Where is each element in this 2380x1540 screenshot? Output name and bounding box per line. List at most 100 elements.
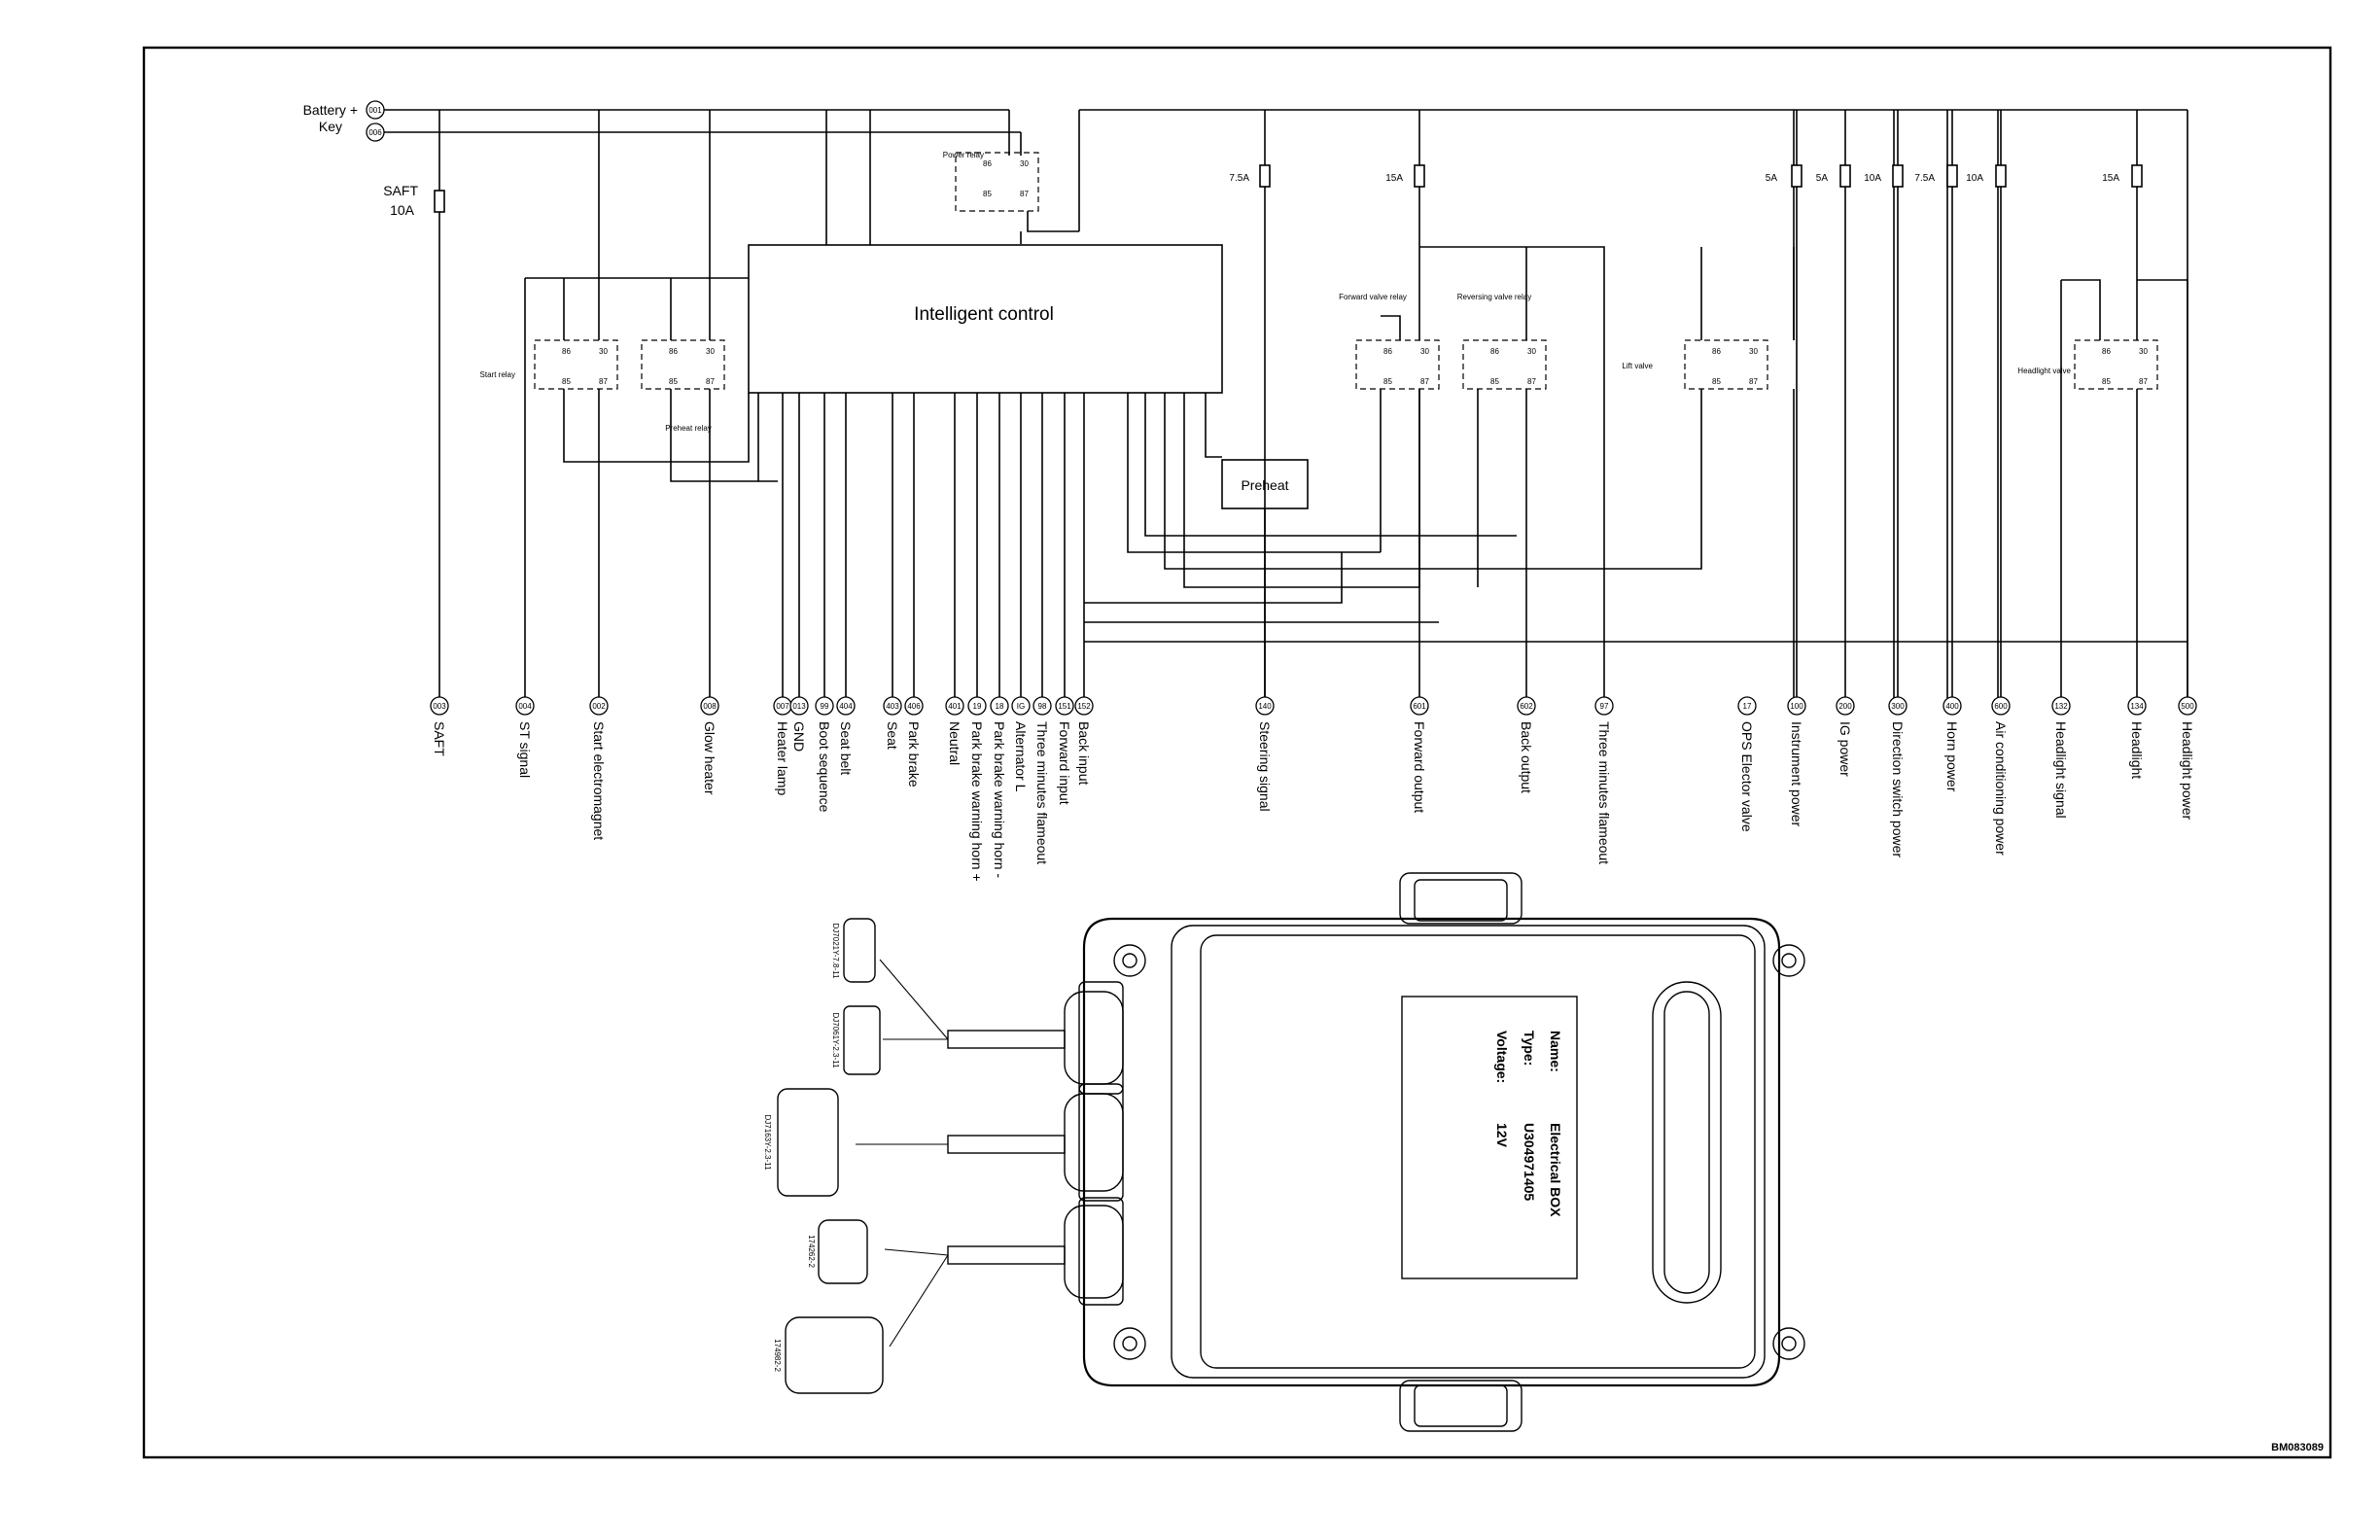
terminal-003 bbox=[430, 696, 449, 716]
terminal-id: 003 bbox=[433, 702, 446, 711]
plate-name-label: Name: bbox=[1548, 1031, 1563, 1072]
terminal-label: GND bbox=[791, 721, 807, 752]
relay-pin: 87 bbox=[1749, 377, 1758, 386]
terminal-132 bbox=[2051, 696, 2071, 716]
drawing-frame bbox=[142, 46, 2332, 1459]
terminal-id: 97 bbox=[1600, 702, 1609, 711]
terminal-label: Instrument power bbox=[1789, 721, 1804, 826]
relay-pin: 86 bbox=[2102, 347, 2111, 356]
terminal-label: Headlight signal bbox=[2053, 721, 2069, 819]
terminal-002 bbox=[589, 696, 609, 716]
relay-pin: 87 bbox=[599, 377, 608, 386]
relay-pin: 85 bbox=[1383, 377, 1392, 386]
terminal-97 bbox=[1594, 696, 1614, 716]
relay-pin: 86 bbox=[669, 347, 678, 356]
terminal-152 bbox=[1074, 696, 1094, 716]
terminal-99 bbox=[815, 696, 834, 716]
terminal-label: Direction switch power bbox=[1890, 721, 1906, 858]
fuse-10a-b bbox=[1995, 164, 2007, 188]
electrical-box bbox=[1082, 872, 1805, 1432]
terminal-id: 403 bbox=[886, 702, 899, 711]
power-relay-wiring bbox=[1027, 110, 1080, 232]
power-relay-outline bbox=[955, 152, 1039, 212]
key-terminal-id: 006 bbox=[368, 128, 382, 137]
terminal-100 bbox=[1787, 696, 1806, 716]
terminal-label: Steering signal bbox=[1257, 721, 1273, 812]
forward-valve-relay-outline bbox=[1355, 339, 1440, 390]
fuse-rating-2: 15A bbox=[1385, 173, 1403, 184]
terminal-id: 151 bbox=[1058, 702, 1071, 711]
terminal-id: 602 bbox=[1520, 702, 1533, 711]
terminal-label: OPS Elector valve bbox=[1739, 721, 1755, 832]
valve-bus bbox=[1419, 246, 1605, 698]
relay-pin: 30 bbox=[1749, 347, 1758, 356]
terminal-401 bbox=[945, 696, 964, 716]
terminal-18 bbox=[990, 696, 1009, 716]
terminal-id: 134 bbox=[2130, 702, 2144, 711]
terminal-label: Seat bbox=[885, 721, 900, 750]
relay-pin: 85 bbox=[983, 190, 992, 198]
forward-valve-relay-label: Forward valve relay bbox=[1339, 293, 1407, 301]
relay-pin: 86 bbox=[983, 159, 992, 168]
relay-pin: 30 bbox=[599, 347, 608, 356]
terminal-id: 19 bbox=[973, 702, 982, 711]
terminal-id: 98 bbox=[1038, 702, 1047, 711]
relay-pin: 86 bbox=[1712, 347, 1721, 356]
valve-relay-wiring bbox=[1380, 247, 2188, 698]
terminal-IG bbox=[1011, 696, 1031, 716]
terminal-label: Headlight bbox=[2129, 721, 2145, 779]
terminal-id: 002 bbox=[592, 702, 606, 711]
terminal-label: Headlight power bbox=[2180, 721, 2195, 821]
preheat-relay-label: Preheat relay bbox=[665, 424, 712, 433]
plate-type-value: U304971405 bbox=[1522, 1123, 1537, 1201]
terminal-label: Boot sequence bbox=[817, 721, 832, 813]
plate-type-label: Type: bbox=[1522, 1031, 1537, 1066]
terminal-id: 404 bbox=[839, 702, 853, 711]
terminal-id: 400 bbox=[1945, 702, 1959, 711]
terminal-500 bbox=[2178, 696, 2197, 716]
battery-label: Battery + bbox=[303, 102, 358, 118]
terminal-id: 600 bbox=[1994, 702, 2008, 711]
terminal-label: Back input bbox=[1076, 721, 1092, 785]
relay-pin: 85 bbox=[669, 377, 678, 386]
terminal-label: Air conditioning power bbox=[1993, 721, 2009, 856]
reversing-valve-relay-outline bbox=[1462, 339, 1547, 390]
relay-pin: 87 bbox=[1420, 377, 1429, 386]
controller-output-wires bbox=[1127, 389, 1702, 588]
relay-pin: 85 bbox=[1712, 377, 1721, 386]
terminal-label: Forward output bbox=[1412, 721, 1427, 813]
terminal-140 bbox=[1255, 696, 1275, 716]
key-label: Key bbox=[319, 119, 342, 134]
fuse-rating-5: 10A bbox=[1864, 173, 1881, 184]
connector-4-part: 174262-2 bbox=[807, 1235, 816, 1268]
fuse-rating-6: 7.5A bbox=[1914, 173, 1935, 184]
terminal-98 bbox=[1032, 696, 1052, 716]
terminal-403 bbox=[883, 696, 902, 716]
terminal-200 bbox=[1836, 696, 1855, 716]
relay-pin: 85 bbox=[562, 377, 571, 386]
cable-glands bbox=[856, 959, 1124, 1348]
terminal-label: Neutral bbox=[947, 721, 962, 765]
relay-pin: 87 bbox=[2139, 377, 2148, 386]
terminal-id: 013 bbox=[792, 702, 806, 711]
terminal-label: SAFT bbox=[432, 721, 447, 756]
lift-valve-outline bbox=[1684, 339, 1768, 390]
relay-pin: 30 bbox=[706, 347, 715, 356]
terminal-id: 500 bbox=[2181, 702, 2194, 711]
connector-1-part: DJ7021Y-7.8-11 bbox=[831, 924, 840, 979]
terminal-label: Park brake warning horn - bbox=[992, 721, 1007, 878]
fuse-15a bbox=[1414, 164, 1425, 188]
headlight-valve-label: Headlight valve bbox=[2017, 367, 2071, 375]
terminal-17 bbox=[1737, 696, 1757, 716]
relay-pin: 86 bbox=[1490, 347, 1499, 356]
fuse-15a-b bbox=[2131, 164, 2143, 188]
terminal-id: 99 bbox=[821, 702, 829, 711]
terminal-label: IG power bbox=[1838, 721, 1853, 777]
relay-pin: 30 bbox=[1020, 159, 1029, 168]
relay-pin: 87 bbox=[1020, 190, 1029, 198]
start-relay-outline bbox=[534, 339, 618, 390]
terminal-19 bbox=[967, 696, 987, 716]
